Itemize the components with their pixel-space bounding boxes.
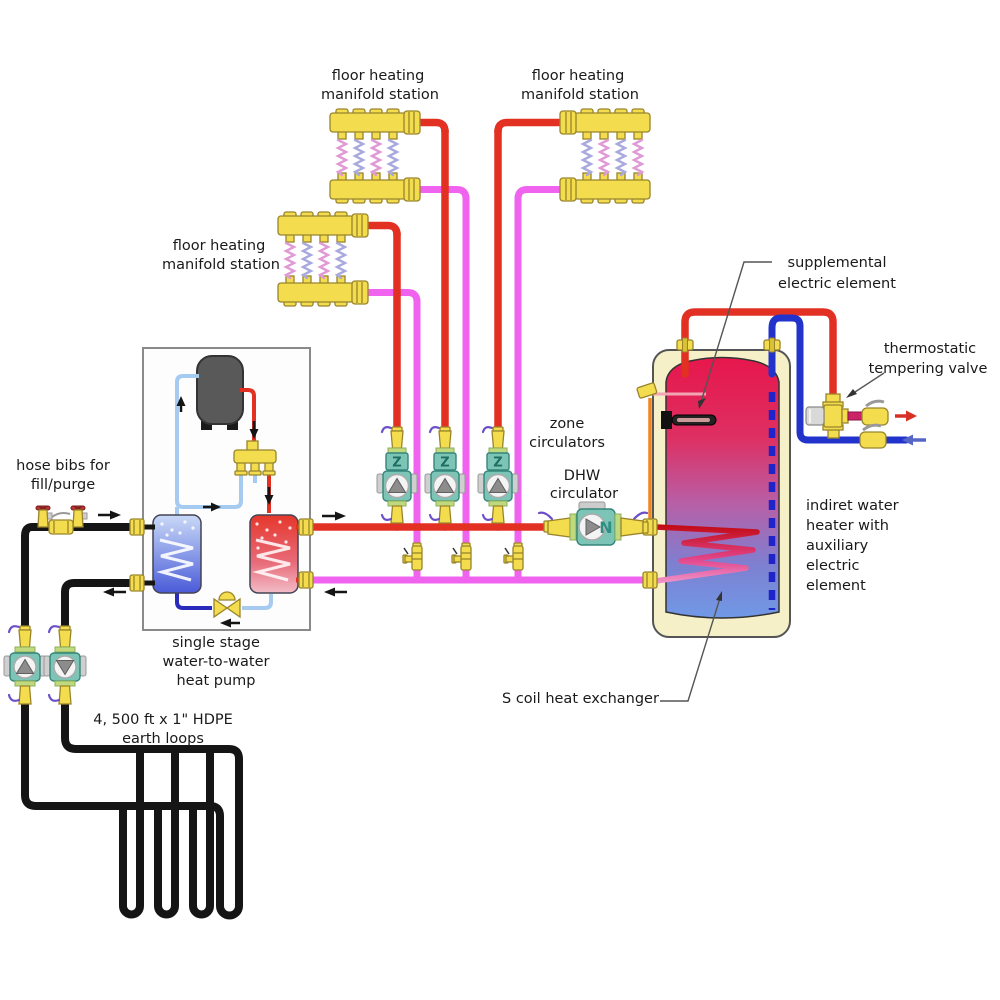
- hp-outlet-fitting: [129, 574, 145, 592]
- manifold2-label-line1: floor heating: [532, 68, 625, 84]
- compressor: [196, 355, 244, 430]
- flow-arrow-return: [324, 587, 347, 597]
- discharge-down-arrow: [249, 421, 259, 439]
- indirect-water-heater: [636, 349, 791, 638]
- hp-inlet-fitting: [129, 518, 145, 536]
- manifold3-label-line2: manifold station: [162, 257, 280, 273]
- indirect-label-line3: auxiliary: [806, 538, 869, 554]
- tempering-valve-leader: [846, 372, 885, 398]
- hot-water-out-pipe: [681, 308, 837, 403]
- hose-bibs-label-line2: fill/purge: [31, 477, 95, 493]
- earth-loops-label-line1: 4, 500 ft x 1" HDPE: [93, 712, 233, 728]
- aquastat-sensor: [636, 382, 706, 520]
- tank-coil-out-fitting: [642, 571, 658, 589]
- reversing-valve: [233, 440, 277, 476]
- earth-loop-piping: [21, 510, 243, 920]
- tank-top-piping: [676, 308, 926, 449]
- s-coil-leader: [660, 591, 722, 702]
- hose-bibs-label-line1: hose bibs for: [16, 458, 110, 474]
- fill-purge-fitting: [48, 512, 74, 535]
- heat-pump-internals: [143, 355, 310, 628]
- heat-pump-label-line2: water-to-water: [163, 654, 270, 670]
- discharge-line: [240, 388, 256, 443]
- indirect-label-line2: heater with: [806, 518, 889, 534]
- indirect-label-line1: indiret water: [806, 498, 899, 514]
- earth-loops-label-line2: earth loops: [122, 731, 204, 747]
- suction-right-arrow: [203, 502, 221, 512]
- hot-out-ball-valve: [861, 399, 889, 426]
- expansion-valve: [213, 591, 241, 628]
- suction-line: [175, 374, 243, 509]
- condenser: [249, 514, 299, 594]
- heat-pump-label-line3: heat pump: [176, 673, 255, 689]
- tempering-valve-knob: [805, 406, 825, 426]
- union-fitting-cold: [763, 337, 781, 353]
- liquid-line-right: [242, 594, 273, 610]
- zone-circulators-label-line2: circulators: [529, 435, 605, 451]
- cold-in-ball-valve: [859, 423, 887, 449]
- dhw-label-line2: circulator: [550, 486, 618, 502]
- flow-arrow-supply: [322, 511, 346, 521]
- cold-water-pipe: [768, 314, 910, 444]
- condenser-down-arrow: [264, 487, 274, 505]
- indirect-label-line5: element: [806, 578, 866, 594]
- liquid-line-left: [175, 593, 212, 610]
- suction-up-arrow: [176, 396, 186, 412]
- supplemental-label-line2: electric element: [778, 276, 896, 292]
- manifold1-label-line1: floor heating: [332, 68, 425, 84]
- pump-down-arrow: [55, 660, 75, 676]
- tempering-label-line1: thermostatic: [884, 341, 976, 357]
- s-coil-label: S coil heat exchanger: [502, 691, 659, 707]
- expansion-flow-arrow: [220, 618, 240, 628]
- tempering-label-line2: tempering valve: [869, 361, 988, 377]
- electric-element: [661, 411, 717, 429]
- union-fitting-hot: [676, 337, 694, 353]
- indirect-label-line4: electric: [806, 558, 860, 574]
- dhw-check-valve-label: N: [599, 518, 612, 537]
- thermostatic-tempering-valve: [805, 393, 917, 449]
- supplemental-label-line1: supplemental: [788, 255, 887, 271]
- heat-pump-label-line1: single stage: [172, 635, 260, 651]
- labels: floor heating manifold station floor hea…: [16, 68, 987, 747]
- cold-water-in-arrow: [902, 434, 926, 446]
- hp-return-fitting: [298, 571, 314, 589]
- supplemental-element-leader: [698, 261, 772, 409]
- hot-water-out-arrow: [895, 410, 917, 422]
- flow-arrow-to-heat-pump: [98, 510, 121, 520]
- manifold1-label-line2: manifold station: [321, 87, 439, 103]
- s-coil-heat-exchanger: [653, 524, 760, 584]
- dhw-circulator: N: [537, 501, 649, 546]
- flow-arrow-from-heat-pump: [103, 587, 126, 597]
- manifold2-label-line2: manifold station: [521, 87, 639, 103]
- dhw-label-line1: DHW: [564, 468, 600, 484]
- pump-up-arrow: [15, 658, 35, 674]
- zone-circulators-label-line1: zone: [550, 416, 585, 432]
- hp-supply-fitting: [298, 518, 314, 536]
- evaporator: [152, 514, 202, 594]
- manifold3-label-line1: floor heating: [173, 238, 266, 254]
